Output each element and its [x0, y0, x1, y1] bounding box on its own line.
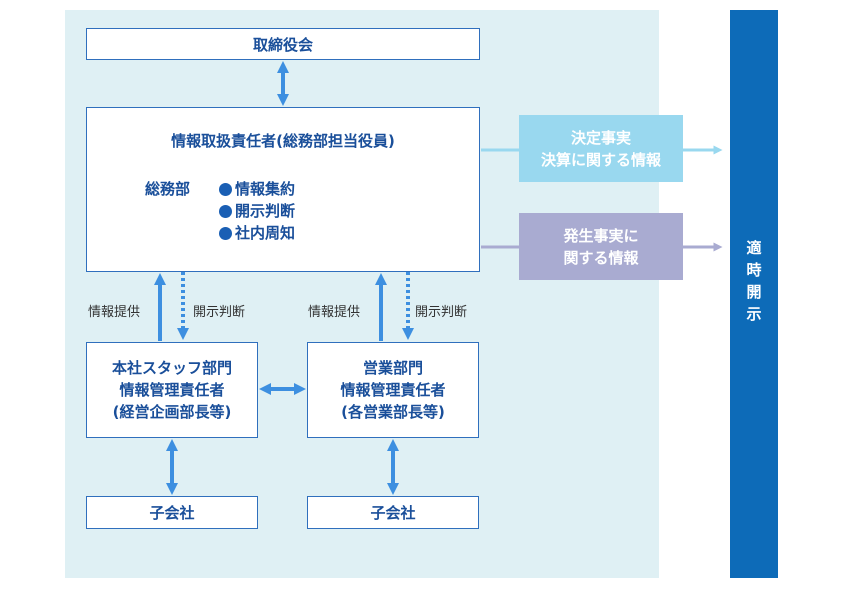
duty-label: 開示判断	[235, 202, 296, 220]
board-of-directors-box: 取締役会	[86, 28, 480, 60]
occurred-facts-line1: 発生事実に	[563, 226, 639, 245]
bullet-icon	[219, 204, 232, 218]
sales-line3: (各営業部長等)	[341, 403, 445, 421]
general-affairs-dept-label: 総務部	[145, 180, 191, 198]
disclosure-judge-label-left: 開示判断	[193, 305, 246, 320]
timely-disclosure-bar	[730, 10, 778, 578]
duty-label: 情報集約	[235, 180, 296, 198]
information-officer-title: 情報取扱責任者(総務部担当役員)	[171, 132, 395, 150]
information-officer-box: 情報取扱責任者(総務部担当役員) 総務部 情報集約 開示判断 社内周知	[86, 107, 480, 272]
subsidiary-label-right: 子会社	[370, 504, 416, 522]
occurred-facts-callout: 発生事実に 関する情報	[519, 213, 683, 280]
disclosure-judge-label-right: 開示判断	[415, 305, 468, 320]
hq-staff-box: 本社スタッフ部門 情報管理責任者 (経営企画部長等)	[86, 342, 258, 438]
hq-staff-line2: 情報管理責任者	[119, 381, 225, 399]
duty-list: 情報集約 開示判断 社内周知	[219, 178, 295, 244]
duty-item: 開示判断	[219, 200, 295, 222]
occurred-facts-line2: 関する情報	[563, 248, 639, 267]
decided-facts-line1: 決定事実	[570, 128, 631, 147]
info-provide-label-right: 情報提供	[308, 305, 361, 320]
subsidiary-box-right: 子会社	[307, 496, 479, 529]
duty-label: 社内周知	[235, 224, 296, 242]
timely-disclosure-label: 適時開示	[744, 240, 763, 328]
decided-facts-line2: 決算に関する情報	[540, 150, 661, 169]
hq-staff-line1: 本社スタッフ部門	[111, 359, 232, 377]
subsidiary-box-left: 子会社	[86, 496, 258, 529]
duty-item: 情報集約	[219, 178, 295, 200]
hq-staff-line3: (経営企画部長等)	[112, 403, 232, 421]
bullet-icon	[219, 226, 232, 240]
info-provide-label-left: 情報提供	[88, 305, 141, 320]
sales-line1: 営業部門	[362, 359, 423, 377]
board-of-directors-label: 取締役会	[252, 35, 313, 54]
subsidiary-label-left: 子会社	[149, 504, 195, 522]
bullet-icon	[219, 182, 232, 196]
background-panel	[65, 10, 659, 578]
sales-dept-box: 営業部門 情報管理責任者 (各営業部長等)	[307, 342, 479, 438]
decided-facts-callout: 決定事実 決算に関する情報	[519, 115, 683, 182]
duty-item: 社内周知	[219, 222, 295, 244]
sales-line2: 情報管理責任者	[340, 381, 446, 399]
